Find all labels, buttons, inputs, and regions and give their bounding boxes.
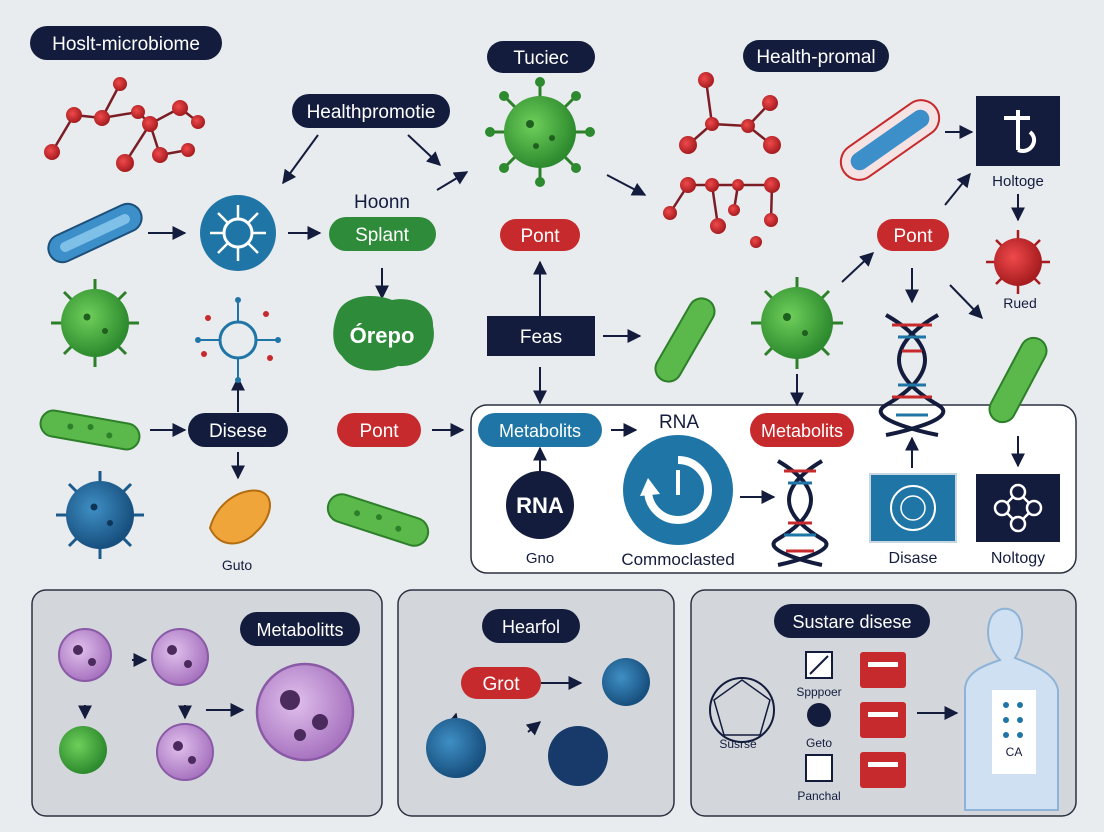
arrows — [78, 125, 1025, 736]
body-icon — [964, 607, 1059, 811]
svg-text:Pont: Pont — [893, 226, 933, 247]
bacteria-icon — [839, 99, 941, 181]
svg-text:Grot: Grot — [483, 674, 521, 695]
bacteria-icon — [326, 493, 430, 547]
svg-text:Tuciec: Tuciec — [513, 48, 568, 69]
virus-icon — [51, 279, 139, 367]
susrse-label: Susrse — [719, 737, 757, 751]
sustare-disese-label: Sustare disese — [774, 604, 930, 638]
dna-icon — [879, 313, 945, 437]
svg-text:Disese: Disese — [209, 421, 267, 442]
virus-icon — [56, 471, 144, 559]
chart-icon — [860, 652, 906, 788]
hoonn-label: Hoonn — [354, 192, 410, 213]
dna-icon — [771, 459, 829, 567]
pont-left-label: Pont — [337, 413, 421, 447]
network-icon — [709, 677, 775, 743]
virus-icon — [485, 77, 595, 187]
holtoge-label: Holtoge — [992, 173, 1044, 190]
orepo-label: Órepo — [350, 323, 415, 348]
metabolitts-label: Metabolitts — [240, 612, 360, 646]
disase-label: Disase — [889, 550, 938, 567]
svg-text:Hoslt-microbiome: Hoslt-microbiome — [52, 34, 200, 55]
ca-label: CA — [1006, 745, 1023, 759]
bacteria-icon — [47, 202, 143, 264]
rna-small-label: RNA — [659, 412, 699, 433]
chart-icon — [805, 651, 833, 782]
disese-label: Disese — [188, 413, 288, 447]
geto-label: Geto — [806, 736, 832, 750]
commoclasted-icon — [623, 435, 733, 545]
bacteria-icon — [39, 409, 141, 451]
grot-label: Grot — [461, 667, 541, 699]
health-promal-label: Health-promal — [743, 40, 889, 72]
rna-circle: RNA — [506, 471, 574, 539]
disase-icon — [869, 473, 957, 543]
svg-text:Metabolits: Metabolits — [499, 421, 581, 441]
network-icon — [200, 195, 276, 271]
healthpromotie-label: Healthpromotie — [292, 94, 450, 128]
svg-text:Feas: Feas — [520, 327, 562, 348]
network-icon — [195, 297, 281, 383]
bacteria-icon — [654, 297, 716, 383]
svg-text:Metabolits: Metabolits — [761, 421, 843, 441]
svg-text:Splant: Splant — [355, 225, 410, 246]
svg-text:Healthpromotie: Healthpromotie — [307, 102, 436, 123]
noltogy-icon — [976, 474, 1060, 542]
holtoge-icon — [976, 96, 1060, 166]
bacteria-icon — [988, 336, 1048, 424]
orepo-blob: Órepo — [333, 296, 434, 371]
splant-label: Splant — [329, 217, 436, 251]
pont-top-label: Pont — [500, 219, 580, 251]
molecule-icon — [44, 77, 205, 172]
cell-icon — [208, 489, 271, 545]
host-microbiome-label: Hoslt-microbiome — [30, 26, 222, 60]
molecule-icon — [663, 72, 781, 248]
svg-text:Sustare disese: Sustare disese — [792, 612, 911, 632]
rued-label: Rued — [1003, 295, 1036, 311]
cell-icon — [58, 628, 355, 781]
noltogy-label: Noltogy — [991, 550, 1045, 567]
spppoer-label: Spppoer — [796, 685, 841, 699]
commoclasted-label: Commoclasted — [621, 550, 734, 569]
pont-right-label: Pont — [877, 219, 949, 251]
guto-label: Guto — [222, 557, 253, 573]
metabolits-blue-label: Metabolits — [478, 413, 602, 447]
rna-circle-label: RNA — [516, 493, 564, 518]
virus-icon — [751, 277, 843, 369]
svg-text:Pont: Pont — [520, 226, 560, 247]
tuciec-label: Tuciec — [487, 41, 595, 73]
virus-icon — [426, 658, 650, 786]
svg-text:Metabolitts: Metabolitts — [256, 620, 343, 640]
hearfol-label: Hearfol — [482, 609, 580, 643]
virus-icon — [986, 230, 1050, 294]
metabolits-red-label: Metabolits — [750, 413, 854, 447]
svg-text:Health-promal: Health-promal — [756, 47, 875, 68]
feas-label: Feas — [487, 316, 595, 356]
svg-text:Hearfol: Hearfol — [502, 617, 560, 637]
gno-label: Gno — [526, 550, 554, 567]
panchal-label: Panchal — [797, 789, 840, 803]
svg-text:Pont: Pont — [359, 421, 399, 442]
